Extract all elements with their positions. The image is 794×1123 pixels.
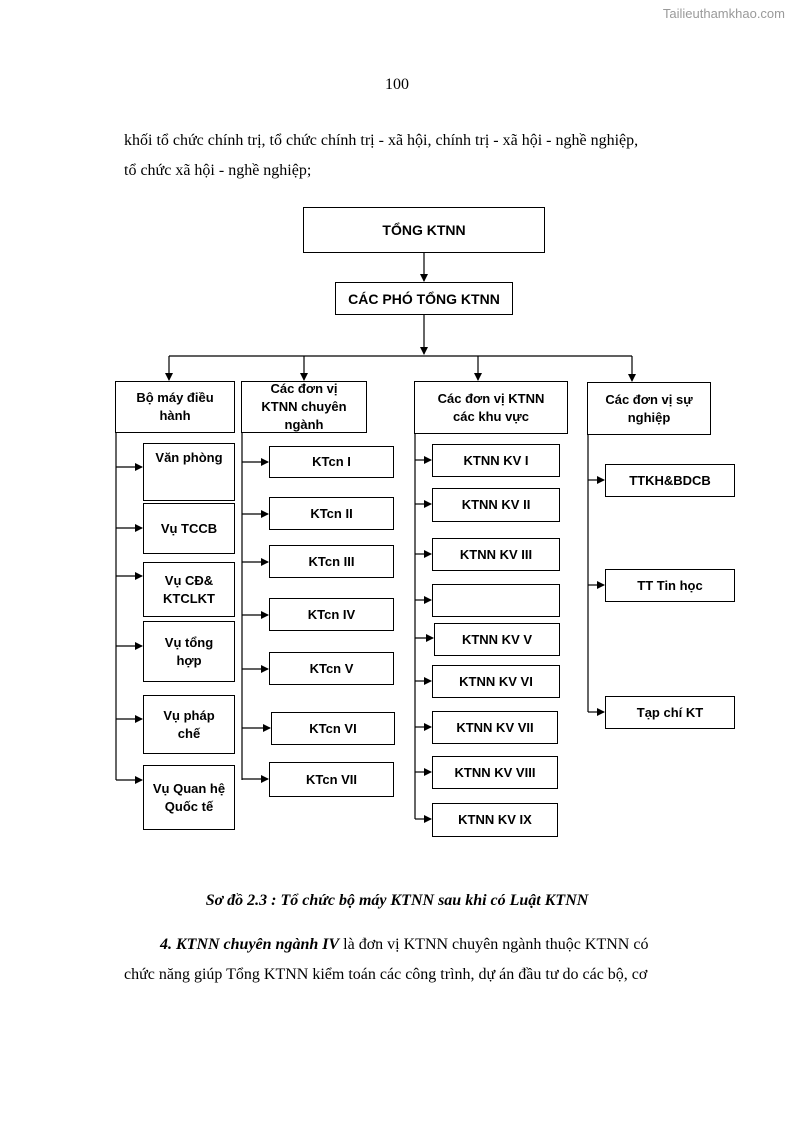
group-title: Bộ máy điều hành [136,390,214,423]
unit-label: KTNN KV VIII [454,764,536,780]
unit-label: KTcn I [312,454,351,469]
unit-box: Vụ TCCB [143,503,235,554]
unit-label: Văn phòng [155,450,223,465]
unit-label: TTKH&BDCB [629,472,711,488]
group-title: Các đơn vị KTNN các khu vực [437,390,545,424]
deputy-box: CÁC PHÓ TỔNG KTNN [335,282,513,315]
unit-label: KTNN KV III [459,546,533,562]
group-header: Các đơn vị KTNN các khu vực [414,381,568,434]
group-header: Các đơn vị KTNN chuyên ngành [241,381,367,433]
unit-label: KTcn V [309,660,354,676]
unit-box: KTNN KV VIII [432,756,558,789]
group-title: Các đơn vị sự nghiệp [605,391,693,425]
section-text-1: là đơn vị KTNN chuyên ngành thuộc KTNN c… [339,936,649,953]
unit-label: KTNN KV VII [456,719,534,735]
unit-label: KTNN KV IX [458,812,532,827]
unit-label: Vụ tổng hợp [164,634,214,668]
unit-label: KTcn II [310,505,353,521]
unit-box: KTcn III [269,545,394,578]
unit-label: Tạp chí KT [636,704,704,720]
unit-box: TTKH&BDCB [605,464,735,497]
unit-label: KTcn VII [305,771,358,787]
unit-box: TT Tin học [605,569,735,602]
unit-label: KTcn IV [307,606,356,622]
unit-box: Văn phòng [143,443,235,501]
group-header: Bộ máy điều hành [115,381,235,433]
unit-box: KTcn VI [271,712,395,745]
unit-label: Vụ pháp chế [163,707,215,741]
unit-box: Tạp chí KT [605,696,735,729]
unit-label: KTNN KV V [461,631,533,647]
unit-box: Vụ Quan hệ Quốc tế [143,765,235,830]
root-label: TỔNG KTNN [382,222,466,238]
section-heading: 4. KTNN chuyên ngành IV [160,936,340,953]
unit-box: Vụ CĐ& KTCLKT [143,562,235,617]
page-number: 100 [385,76,409,93]
intro-line-2: tổ chức xã hội - nghề nghiệp; [124,162,312,179]
unit-box: KTcn IV [269,598,394,631]
unit-box: KTcn I [269,446,394,478]
unit-label: KTcn III [308,553,355,569]
unit-box: Vụ pháp chế [143,695,235,754]
deputy-label: CÁC PHÓ TỔNG KTNN [348,290,500,307]
unit-box: KTcn VII [269,762,394,797]
root-box: TỔNG KTNN [303,207,545,253]
unit-label: KTNN KV II [461,497,531,512]
intro-line-1: khối tổ chức chính trị, tổ chức chính tr… [124,132,639,149]
section-line-1: 4. KTNN chuyên ngành IV là đơn vị KTNN c… [160,929,648,960]
unit-label: KTNN KV VI [459,673,533,689]
watermark: Tailieuthamkhao.com [662,6,785,21]
unit-box: Vụ tổng hợp [143,621,235,682]
unit-box: KTNN KV II [432,488,560,522]
unit-label: KTcn VI [309,720,357,736]
unit-box: KTcn V [269,652,394,685]
unit-label: Vụ Quan hệ Quốc tế [152,780,226,814]
unit-box-empty [432,584,560,617]
section-line-2: chức năng giúp Tổng KTNN kiểm toán các c… [124,966,648,983]
unit-box: KTNN KV I [432,444,560,477]
group-title: Các đơn vị KTNN chuyên ngành [261,381,347,432]
figure-caption: Sơ đồ 2.3 : Tổ chức bộ máy KTNN sau khi … [205,892,589,909]
unit-box: KTNN KV V [434,623,560,656]
unit-label: TT Tin học [637,577,703,593]
unit-label: Vụ TCCB [160,520,218,536]
unit-label: Vụ CĐ& KTCLKT [163,572,215,606]
unit-box: KTNN KV IX [432,803,558,837]
unit-box: KTcn II [269,497,394,530]
unit-box: KTNN KV III [432,538,560,571]
unit-box: KTNN KV VII [432,711,558,744]
unit-label: KTNN KV I [463,452,529,468]
group-header: Các đơn vị sự nghiệp [587,382,711,435]
unit-box: KTNN KV VI [432,665,560,698]
